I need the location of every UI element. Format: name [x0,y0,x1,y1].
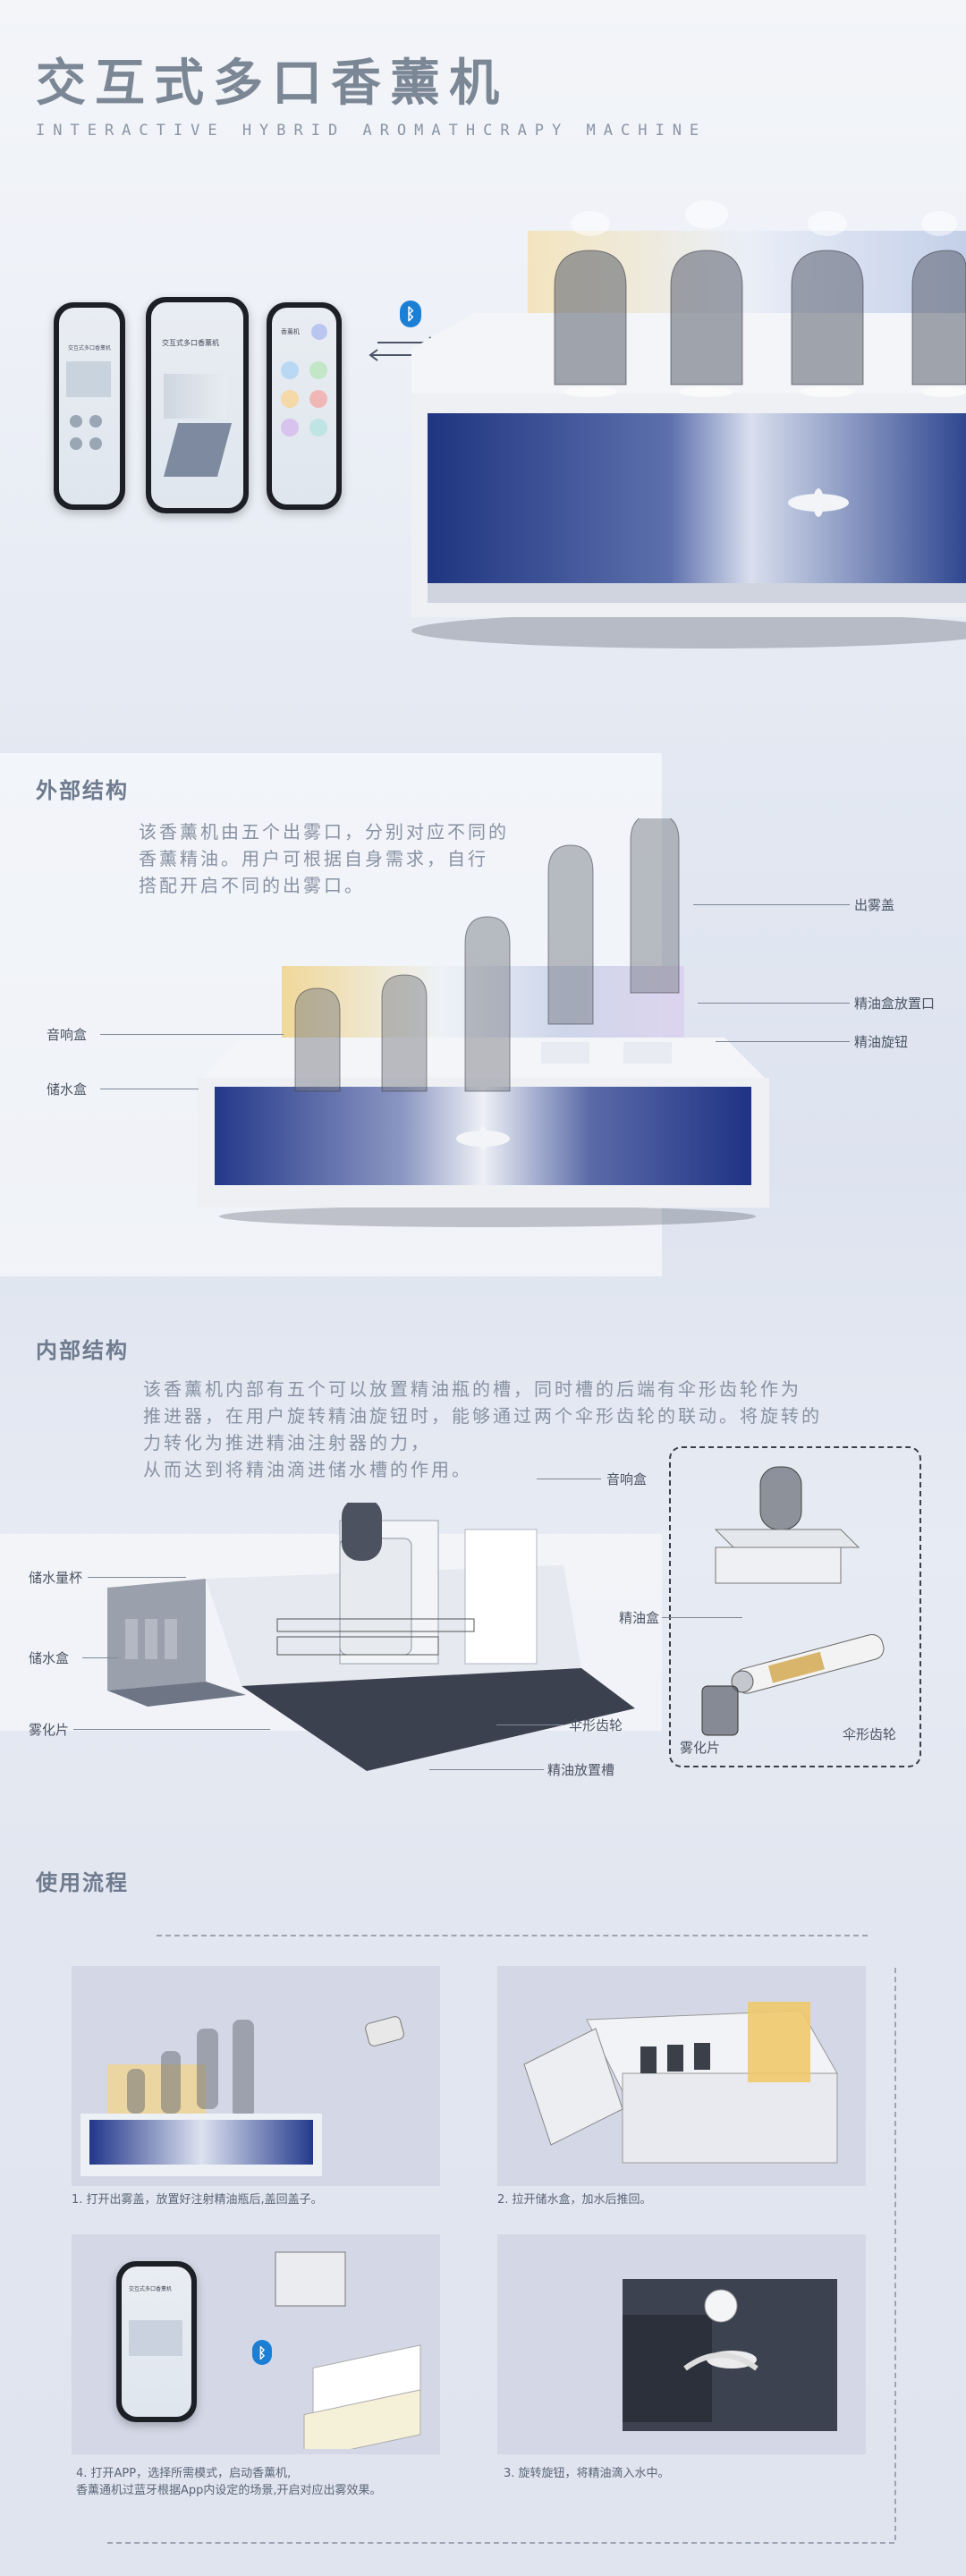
label-oil-box: 精油盒 [619,1610,660,1626]
external-heading: 外部结构 [36,778,129,803]
oil-box-detail-illustration [701,1466,885,1736]
internal-desc-line-3: 力转化为推进精油注射器的力， [143,1432,431,1453]
external-desc-line-3: 搭配开启不同的出雾口。 [139,875,365,896]
step-2-caption: 2. 拉开储水盒，加水后推回。 [497,2193,652,2207]
phone-3: 香薰机 [267,302,342,510]
label-water-box-ext: 储水盒 [47,1081,88,1097]
phone-1-text: 交互式多口香薰机 [68,345,112,352]
label-atomizer-2: 雾化片 [680,1740,721,1756]
internal-section-illustration [107,1503,635,1771]
label-bevel-gear: 伞形齿轮 [569,1717,623,1733]
label-oil-slot: 精油盒放置口 [854,996,936,1012]
internal-desc-line-1: 该香薰机内部有五个可以放置精油瓶的槽，同时槽的后端有伞形齿轮作为 [143,1378,801,1400]
phone-2: 交互式多口香薰机 [146,297,249,513]
label-atomizer: 雾化片 [29,1722,70,1738]
external-desc-line-2: 香薰精油。用户可根据自身需求，自行 [139,848,488,869]
moth-logo-icon [456,1126,510,1151]
step-1-caption: 1. 打开出雾盖，放置好注射精油瓶后,盖回盖子。 [72,2193,323,2207]
step-4-phone: 交互式多口香薰机 [116,2261,197,2422]
label-water-box-int: 储水盒 [29,1650,70,1666]
detail-box [669,1446,921,1767]
step-3-caption: 3. 旋转旋钮，将精油滴入水中。 [504,2467,670,2480]
label-water-cup: 储水量杯 [29,1570,83,1586]
phone-2-text: 交互式多口香薰机 [162,339,219,347]
label-oil-knob: 精油旋钮 [854,1034,909,1050]
flow-bottom-dash [107,2542,894,2544]
external-desc-line-1: 该香薰机由五个出雾口，分别对应不同的 [139,821,509,843]
label-oil-groove: 精油放置槽 [547,1762,615,1778]
flow-right-dash [894,1968,896,2540]
usage-heading: 使用流程 [36,1870,129,1895]
internal-desc-line-4: 从而达到将精油滴进储水槽的作用。 [143,1459,472,1480]
step-4-app-cards [275,2251,421,2449]
external-description: 该香薰机由五个出雾口，分别对应不同的 香薰精油。用户可根据自身需求，自行 搭配开… [139,818,509,899]
step-4-caption-line-2: 香薰通机过蓝牙根据App内设定的场景,开启对应出雾效果。 [76,2484,382,2497]
moth-logo-icon [788,488,849,517]
phone-1: 交互式多口香薰机 [54,302,125,510]
page-title: 交互式多口香薰机 [36,55,508,113]
flow-top-dash [157,1935,868,1936]
bluetooth-icon: ᛒ [400,301,421,327]
hero-machine-illustration [411,200,966,648]
step-1-illustration [80,2016,404,2176]
label-speaker-int: 音响盒 [606,1471,648,1487]
phone-3-text: 香薰机 [281,328,300,335]
page-subtitle: INTERACTIVE HYBRID AROMATHCRAPY MACHINE [36,122,708,140]
label-mist-cover: 出雾盖 [854,897,895,913]
internal-heading: 内部结构 [36,1338,129,1363]
internal-desc-line-2: 推进器，在用户旋转精油旋钮时，能够通过两个伞形齿轮的联动。将旋转的 [143,1405,822,1427]
step-2-illustration [523,2002,838,2164]
step-3-illustration [623,2279,837,2431]
step-4-caption: 4. 打开APP，选择所需模式，启动香薰机, 香薰通机过蓝牙根据App内设定的场… [76,2465,382,2499]
step-4-caption-line-1: 4. 打开APP，选择所需模式，启动香薰机, [76,2467,292,2480]
bluetooth-icon: ᛒ [252,2340,272,2365]
label-speaker-ext: 音响盒 [47,1027,88,1043]
label-bevel-gear-2: 伞形齿轮 [843,1726,897,1742]
external-machine-illustration [197,818,769,1227]
internal-description: 该香薰机内部有五个可以放置精油瓶的槽，同时槽的后端有伞形齿轮作为 推进器，在用户… [143,1376,822,1483]
